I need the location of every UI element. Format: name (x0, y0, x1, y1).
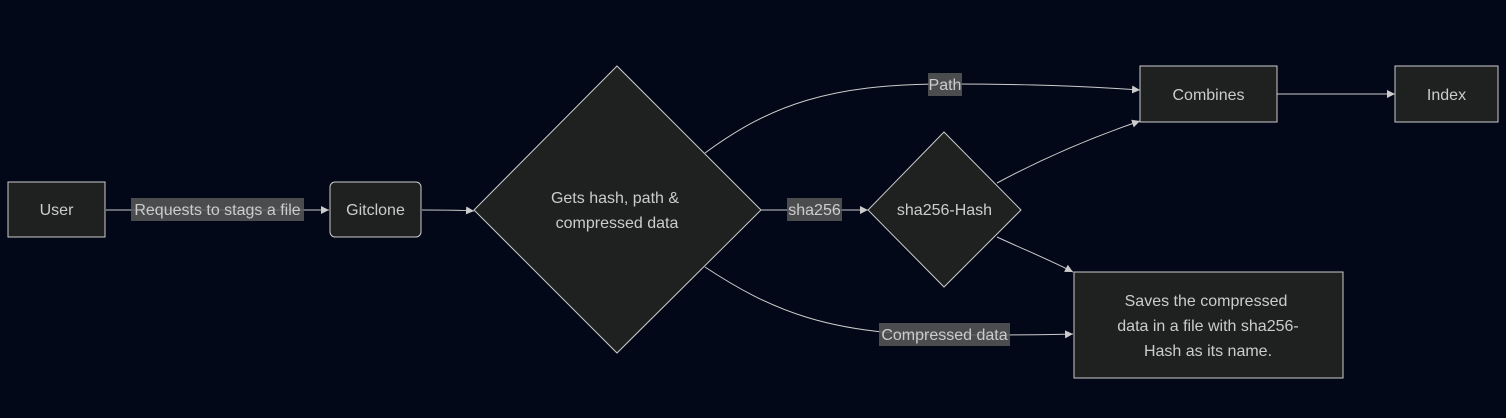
edge-decision-to-combines (704, 83, 1141, 154)
svg-text:sha256-Hash: sha256-Hash (897, 202, 992, 219)
node-user: User (7, 181, 106, 238)
edge-label-sha256: sha256 (787, 198, 842, 221)
svg-text:compressed data: compressed data (556, 215, 679, 232)
svg-text:data in a file with sha256-: data in a file with sha256- (1117, 318, 1298, 335)
node-combines: Combines (1139, 65, 1278, 123)
node-index: Index (1394, 65, 1499, 123)
svg-text:Hash as its name.: Hash as its name. (1144, 343, 1272, 360)
svg-text:sha256: sha256 (788, 202, 841, 219)
node-sha-hash: sha256-Hash (867, 131, 1022, 288)
edge-sha-hash-to-saves (996, 236, 1074, 273)
svg-text:Saves the compressed: Saves the compressed (1125, 293, 1288, 310)
edge-label-requests: Requests to stags a file (131, 198, 304, 221)
node-saves: Saves the compressed data in a file with… (1073, 271, 1344, 379)
edge-label-compressed: Compressed data (879, 323, 1010, 346)
svg-text:Gets hash, path &: Gets hash, path & (551, 190, 679, 207)
svg-text:Path: Path (929, 77, 962, 94)
edge-sha-hash-to-combines (996, 119, 1141, 184)
svg-text:Combines: Combines (1172, 87, 1244, 104)
svg-text:Requests to stags a file: Requests to stags a file (134, 202, 300, 219)
node-gitclone: Gitclone (329, 181, 422, 238)
svg-text:Gitclone: Gitclone (346, 202, 405, 219)
edge-label-path: Path (928, 73, 962, 96)
svg-text:Compressed data: Compressed data (881, 327, 1007, 344)
svg-text:Index: Index (1427, 87, 1466, 104)
edge-gitclone-to-decision (421, 206, 475, 215)
svg-text:User: User (40, 202, 74, 219)
node-decision: Gets hash, path & compressed data (473, 65, 762, 354)
